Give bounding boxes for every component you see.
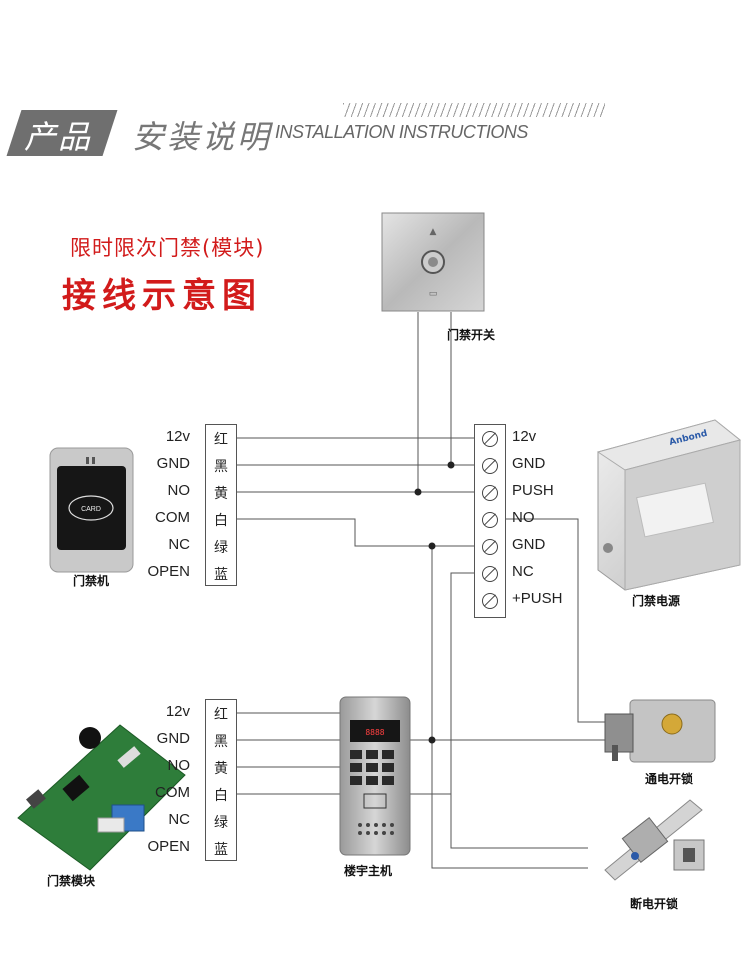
caption-module: 门禁模块 xyxy=(47,874,96,888)
terminal-screw xyxy=(482,566,498,582)
tab-install: 安装说明 xyxy=(132,118,273,156)
terminal-label-12v: 12v xyxy=(512,428,537,445)
terminal-label-gnd2: GND xyxy=(512,536,546,553)
caption-card-reader: 门禁机 xyxy=(73,574,110,588)
module-color-white: 白 xyxy=(214,788,228,804)
reader-label-nc: NC xyxy=(168,536,190,553)
exit-button-device: ▲ ▭ xyxy=(381,212,485,312)
terminal-screw xyxy=(482,593,498,609)
reader-color-box: 红 黑 黄 白 绿 蓝 xyxy=(205,424,237,586)
power-supply-device: Anbond xyxy=(596,419,742,591)
tab-install-en: INSTALLATION INSTRUCTIONS xyxy=(275,122,528,142)
header-hatch-decoration xyxy=(343,103,605,117)
terminal-label-push: PUSH xyxy=(512,482,554,499)
module-label-gnd: GND xyxy=(156,730,190,747)
diagram-title: 接线示意图 xyxy=(62,276,262,316)
caption-lock-power-on: 通电开锁 xyxy=(645,772,694,786)
terminal-screw xyxy=(482,539,498,555)
module-label-nc: NC xyxy=(168,811,190,828)
module-color-green: 绿 xyxy=(214,815,228,831)
module-label-12v: 12v xyxy=(165,703,190,720)
terminal-label-gnd: GND xyxy=(512,455,546,472)
terminal-screw xyxy=(482,431,498,447)
module-color-black: 黑 xyxy=(214,734,228,750)
terminal-label-nc: NC xyxy=(512,563,534,580)
terminal-label-plus-push: +PUSH xyxy=(512,590,563,607)
wire-reader-com xyxy=(237,518,474,547)
terminal-block xyxy=(474,424,506,618)
module-color-yellow: 黄 xyxy=(214,761,228,777)
reader-label-12v: 12v xyxy=(165,428,190,445)
module-label-open: OPEN xyxy=(147,838,190,855)
svg-text:8888: 8888 xyxy=(365,728,384,737)
diagram-subtitle: 限时限次门禁(模块) xyxy=(70,236,265,260)
reader-label-gnd: GND xyxy=(156,455,190,472)
terminal-screw xyxy=(482,485,498,501)
wire-nc-poweroff-lock xyxy=(450,572,614,849)
module-label-no: NO xyxy=(167,757,191,774)
caption-intercom: 楼宇主机 xyxy=(344,864,393,878)
intercom-device: 8888 xyxy=(339,696,411,856)
caption-lock-power-off: 断电开锁 xyxy=(630,897,679,911)
lock-power-on-device xyxy=(604,699,716,763)
card-reader-device: CARD xyxy=(49,447,134,573)
reader-card-text: CARD xyxy=(81,506,101,513)
reader-label-com: COM xyxy=(155,509,190,526)
reader-label-open: OPEN xyxy=(147,563,190,580)
reader-label-no: NO xyxy=(167,482,191,499)
module-color-blue: 蓝 xyxy=(214,842,228,858)
tab-product: 产品 xyxy=(24,118,93,156)
caption-exit-button: 门禁开关 xyxy=(447,328,496,342)
reader-color-green: 绿 xyxy=(214,540,228,556)
caption-power-supply: 门禁电源 xyxy=(632,594,681,608)
module-color-red: 红 xyxy=(214,707,228,723)
svg-text:▭: ▭ xyxy=(429,289,438,299)
reader-color-black: 黑 xyxy=(214,459,228,475)
access-module-device xyxy=(17,724,186,871)
svg-text:▲: ▲ xyxy=(430,227,437,237)
terminal-screw xyxy=(482,458,498,474)
wire-no-poweron-lock xyxy=(504,518,614,723)
reader-color-white: 白 xyxy=(214,513,228,529)
reader-color-red: 红 xyxy=(214,432,228,448)
terminal-screw xyxy=(482,512,498,528)
reader-color-yellow: 黄 xyxy=(214,486,228,502)
terminal-label-no: NO xyxy=(512,509,535,526)
lock-power-off-device xyxy=(588,783,720,911)
module-color-box: 红 黑 黄 白 绿 蓝 xyxy=(205,699,237,861)
reader-color-blue: 蓝 xyxy=(214,567,228,583)
module-label-com: COM xyxy=(155,784,190,801)
